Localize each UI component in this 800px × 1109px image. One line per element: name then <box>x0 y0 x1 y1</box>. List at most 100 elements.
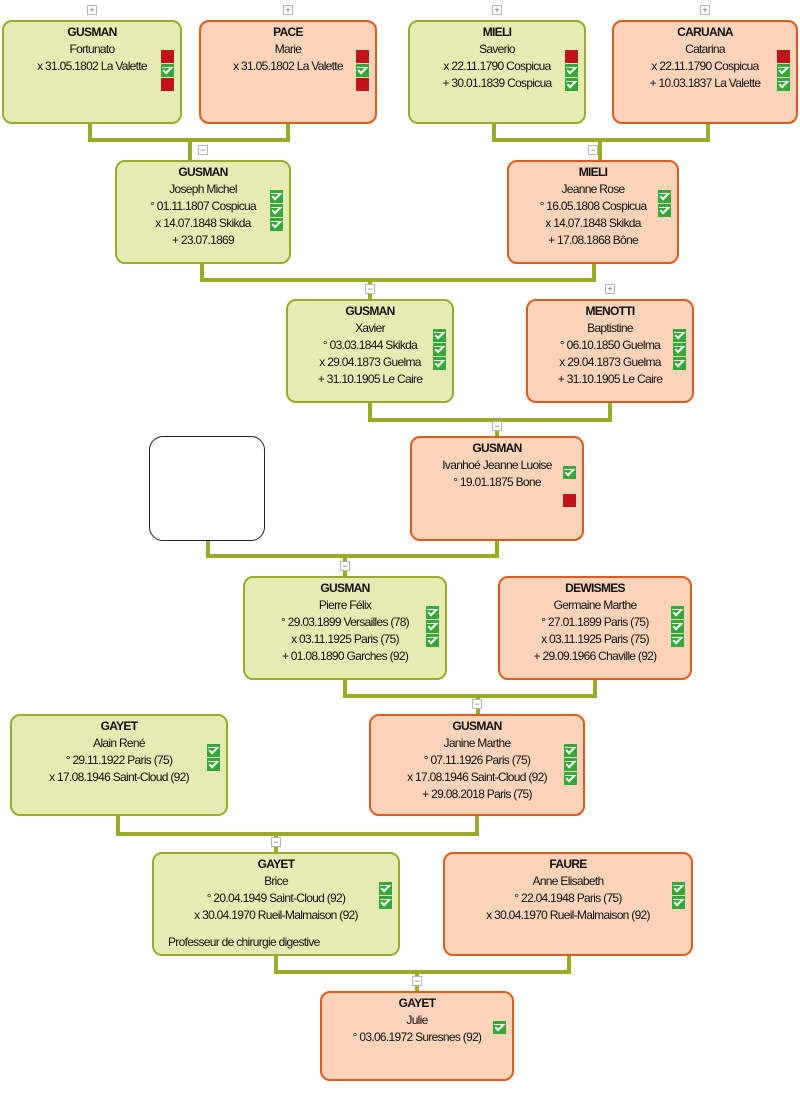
source-badges <box>493 1021 506 1035</box>
check-icon[interactable] <box>564 758 577 771</box>
person-surname: GAYET <box>398 996 436 1010</box>
check-icon[interactable] <box>671 620 684 633</box>
check-icon[interactable] <box>671 606 684 619</box>
person-given-names: Anne Elisabeth <box>532 874 605 888</box>
check-icon[interactable] <box>207 744 220 757</box>
check-icon[interactable] <box>564 772 577 785</box>
check-icon[interactable] <box>671 634 684 647</box>
check-icon[interactable] <box>563 466 576 479</box>
check-icon[interactable] <box>777 64 790 77</box>
collapse-icon[interactable]: − <box>271 837 281 847</box>
person-fact: + 10.03.1837 La Valette <box>649 76 761 90</box>
check-icon[interactable] <box>270 204 283 217</box>
check-icon[interactable] <box>673 343 686 356</box>
check-icon[interactable] <box>672 896 685 909</box>
check-icon[interactable] <box>658 190 671 203</box>
person-card-gusman-joseph-michel[interactable]: GUSMAN Joseph Michel ° 01.11.1807 Cospicua… <box>115 160 291 264</box>
check-icon[interactable] <box>493 1021 506 1034</box>
person-surname: GUSMAN <box>452 719 502 733</box>
check-icon[interactable] <box>433 329 446 342</box>
missing-source-icon[interactable] <box>356 50 369 63</box>
person-details: GUSMAN Joseph Michel ° 01.11.1807 Cospicua… <box>117 164 289 249</box>
missing-source-icon[interactable] <box>563 494 576 507</box>
collapse-icon[interactable]: − <box>198 145 208 155</box>
check-icon[interactable] <box>379 896 392 909</box>
person-given-names: Fortunato <box>69 42 115 56</box>
expand-icon[interactable]: + <box>605 284 615 294</box>
missing-source-icon[interactable] <box>161 50 174 63</box>
expand-icon[interactable]: + <box>492 5 502 15</box>
person-fact: x 31.05.1802 La Valette <box>37 59 147 73</box>
person-surname: MIELI <box>482 25 512 39</box>
check-icon[interactable] <box>565 78 578 91</box>
empty-person-card[interactable] <box>149 436 265 541</box>
person-given-names: Janine Marthe <box>443 736 512 750</box>
person-surname: GUSMAN <box>178 165 228 179</box>
person-surname: MIELI <box>578 165 608 179</box>
source-badges <box>161 50 174 92</box>
expand-icon[interactable]: + <box>87 5 97 15</box>
check-icon[interactable] <box>433 343 446 356</box>
missing-source-icon[interactable] <box>777 50 790 63</box>
check-icon[interactable] <box>673 357 686 370</box>
check-icon[interactable] <box>270 218 283 231</box>
check-icon[interactable] <box>270 190 283 203</box>
person-fact: ° 01.11.1807 Cospicua <box>150 199 257 213</box>
collapse-icon[interactable]: − <box>340 561 350 571</box>
check-icon[interactable] <box>564 744 577 757</box>
collapse-icon[interactable]: − <box>588 145 598 155</box>
check-icon[interactable] <box>207 758 220 771</box>
missing-source-icon[interactable] <box>565 50 578 63</box>
check-icon[interactable] <box>658 204 671 217</box>
check-icon[interactable] <box>565 64 578 77</box>
person-surname: GAYET <box>257 857 295 871</box>
check-icon[interactable] <box>777 78 790 91</box>
person-given-names: Germaine Marthe <box>553 598 638 612</box>
collapse-icon[interactable]: − <box>365 284 375 294</box>
check-icon[interactable] <box>672 882 685 895</box>
person-fact: ° 03.03.1844 Skikda <box>322 338 418 352</box>
person-fact: x 17.08.1946 Saint-Cloud (92) <box>49 770 190 784</box>
check-icon[interactable] <box>426 606 439 619</box>
collapse-icon[interactable]: − <box>492 421 502 431</box>
badge-spacer[interactable] <box>563 480 576 493</box>
collapse-icon[interactable]: − <box>412 976 422 986</box>
expand-icon[interactable]: + <box>283 5 293 15</box>
missing-source-icon[interactable] <box>356 78 369 91</box>
collapse-icon[interactable]: − <box>472 699 482 709</box>
check-icon[interactable] <box>356 64 369 77</box>
check-icon[interactable] <box>161 64 174 77</box>
check-icon[interactable] <box>673 329 686 342</box>
check-icon[interactable] <box>426 620 439 633</box>
expand-icon[interactable]: + <box>700 5 710 15</box>
missing-source-icon[interactable] <box>161 78 174 91</box>
person-given-names: Joseph Michel <box>169 182 237 196</box>
source-badges <box>672 882 685 910</box>
check-icon[interactable] <box>426 634 439 647</box>
check-icon[interactable] <box>379 882 392 895</box>
source-badges <box>270 190 283 232</box>
check-icon[interactable] <box>433 357 446 370</box>
